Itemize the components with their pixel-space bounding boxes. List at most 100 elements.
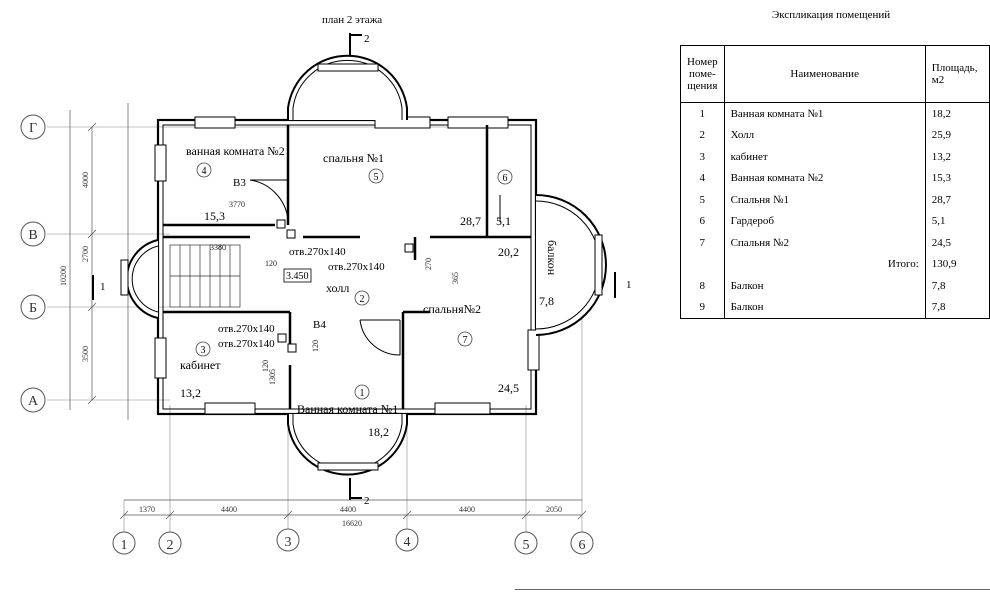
row-num	[680, 253, 725, 275]
room-number-circles	[195, 162, 513, 400]
section-mark-left-label: 1	[100, 281, 106, 293]
row-num: 9	[680, 296, 725, 319]
axis-label-g: Г	[29, 121, 37, 136]
room-name-5: спальня №1	[323, 151, 384, 165]
row-area: 13,2	[924, 146, 990, 168]
row-num: 4	[680, 167, 725, 189]
annotation-b4: В4	[313, 319, 326, 331]
room-area-7: 24,5	[498, 381, 519, 395]
room-area-5: 28,7	[460, 214, 481, 228]
stair	[169, 244, 241, 308]
room-num-3: 3	[201, 345, 206, 356]
sheet-frame-line	[515, 589, 990, 590]
dim-bottom-3: 4400	[340, 505, 356, 514]
bottom-dimension-chain	[119, 499, 587, 520]
row-num: 5	[680, 189, 725, 211]
table-row-total: Итого:130,9	[680, 253, 990, 275]
row-name: Спальня №1	[723, 189, 926, 211]
ventilation-ducts	[276, 219, 414, 353]
hall-area-label: 20,2	[498, 245, 519, 259]
plan-title: план 2 этажа	[322, 14, 383, 26]
row-name: кабинет	[723, 146, 926, 168]
dim-left-3: 3500	[81, 346, 90, 362]
table-header-row: Номер поме- щения Наименование Площадь, …	[680, 45, 990, 103]
room-num-7: 7	[463, 335, 468, 346]
section-marks	[92, 33, 616, 500]
annotation-b3: В3	[233, 177, 246, 189]
axis-label-a: А	[28, 394, 39, 409]
row-area: 25,9	[924, 124, 990, 146]
dim-120-a: 120	[265, 259, 277, 268]
row-area: 18,2	[924, 102, 990, 125]
room-num-1: 1	[360, 388, 365, 399]
bay-windows	[120, 63, 603, 471]
section-mark-bottom-label: 2	[364, 495, 370, 507]
room-area-1: 18,2	[368, 425, 389, 439]
row-area: 7,8	[924, 296, 990, 319]
row-area: 7,8	[924, 275, 990, 297]
room-name-1: Ванная комната №1	[297, 402, 398, 416]
row-num: 7	[680, 232, 725, 254]
room-name-3: кабинет	[180, 358, 221, 372]
axis-label-4: 4	[404, 535, 411, 550]
axis-markers	[20, 114, 594, 555]
row-num: 3	[680, 146, 725, 168]
annotation-otv-3: отв.270х140	[218, 323, 275, 335]
section-mark-top-label: 2	[364, 33, 370, 45]
axis-label-2: 2	[167, 538, 174, 553]
dim-3380: 3380	[210, 243, 226, 252]
dim-left-total: 10200	[59, 266, 68, 286]
axis-label-1: 1	[121, 538, 128, 553]
room-num-5: 5	[374, 172, 379, 183]
header-num: Номер поме- щения	[680, 45, 725, 103]
room-area-3: 13,2	[180, 386, 201, 400]
dim-3770: 3770	[229, 200, 245, 209]
bay-projections	[125, 54, 607, 476]
dim-bottom-4: 4400	[459, 505, 475, 514]
dim-bottom-1: 1370	[139, 505, 155, 514]
dim-365: 365	[451, 272, 460, 284]
dim-270: 270	[424, 258, 433, 270]
dim-left-2: 2700	[81, 246, 90, 262]
row-num: 6	[680, 210, 725, 232]
annotation-otv-2: отв.270х140	[328, 261, 385, 273]
explication-table: Номер поме- щения Наименование Площадь, …	[680, 45, 990, 319]
row-area: 15,3	[924, 167, 990, 189]
annotation-otv-4: отв.270х140	[218, 338, 275, 350]
room-num-4: 4	[202, 166, 207, 177]
row-name: Балкон	[723, 275, 926, 297]
row-area: 130,9	[924, 253, 990, 275]
doors	[249, 179, 501, 356]
level-mark-box	[283, 268, 312, 283]
row-area: 28,7	[924, 189, 990, 211]
room-area-4: 15,3	[204, 209, 225, 223]
room-num-2: 2	[360, 294, 365, 305]
table-title: Экспликация помещений	[772, 9, 891, 21]
dim-120-b: 120	[311, 340, 320, 352]
room-num-6: 6	[503, 173, 508, 184]
room-area-6: 5,1	[496, 214, 511, 228]
left-dimension-chain	[69, 103, 129, 420]
row-num: 8	[680, 275, 725, 297]
interior-walls	[163, 125, 531, 409]
axis-label-6: 6	[579, 538, 586, 553]
room-name-2: холл	[326, 281, 349, 295]
header-name: Наименование	[723, 45, 926, 103]
row-name: Холл	[723, 124, 926, 146]
row-num: 1	[680, 102, 725, 125]
dim-total: 16620	[342, 519, 362, 528]
header-area: Площадь, м2	[924, 45, 990, 103]
row-name: Балкон	[723, 296, 926, 319]
section-mark-right-label: 1	[626, 279, 632, 291]
axis-label-5: 5	[523, 538, 530, 553]
level-mark: 3.450	[286, 271, 309, 282]
row-name: Итого:	[723, 253, 926, 275]
